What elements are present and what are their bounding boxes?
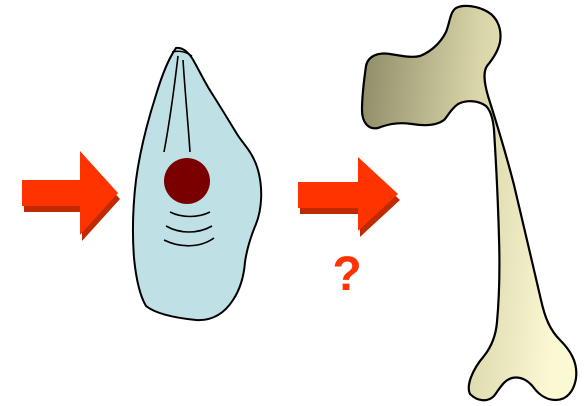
middle-arrow-icon (298, 157, 400, 237)
nucleus-icon (164, 158, 210, 204)
left-arrow-icon (22, 151, 120, 241)
cell-icon (133, 48, 261, 320)
question-mark: ? (332, 248, 361, 301)
